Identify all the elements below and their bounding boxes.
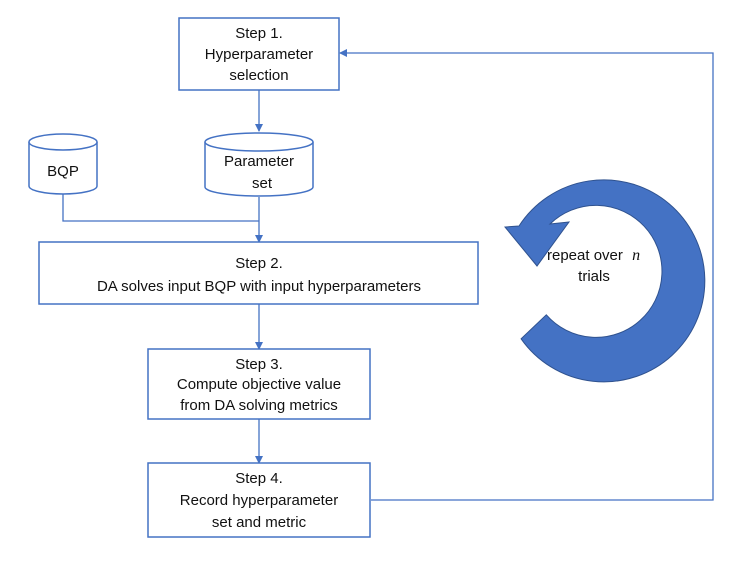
step4-line3: set and metric bbox=[212, 514, 307, 531]
cylinder-icon bbox=[204, 132, 314, 197]
bqp-database: BQP bbox=[28, 133, 98, 195]
step1-box: Step 1. Hyperparameter selection bbox=[178, 17, 340, 91]
circular-arrow-icon bbox=[504, 179, 706, 383]
step3-line2: Compute objective value bbox=[177, 376, 341, 393]
step3-title: Step 3. bbox=[235, 356, 283, 373]
step3-box: Step 3. Compute objective value from DA … bbox=[147, 348, 371, 420]
repeat-line2: trials bbox=[578, 268, 610, 285]
repeat-label: repeat over n trials bbox=[547, 247, 640, 285]
step2-title: Step 2. bbox=[235, 255, 283, 272]
connectors bbox=[62, 49, 714, 501]
parameter-set-database: Parameter set bbox=[204, 132, 314, 197]
step4-title: Step 4. bbox=[235, 470, 283, 487]
step1-title: Step 1. bbox=[235, 25, 283, 42]
line-bqp-to-merge bbox=[62, 194, 259, 222]
step4-box: Step 4. Record hyperparameter set and me… bbox=[147, 462, 371, 538]
step2-box: Step 2. DA solves input BQP with input h… bbox=[38, 241, 479, 305]
step1-line2: Hyperparameter bbox=[205, 46, 313, 63]
parameter-set-line1: Parameter bbox=[224, 153, 294, 170]
bqp-label: BQP bbox=[47, 163, 79, 180]
step3-line3: from DA solving metrics bbox=[180, 397, 338, 414]
repeat-prefix: repeat over bbox=[547, 247, 623, 264]
parameter-set-line2: set bbox=[252, 175, 273, 192]
cylinder-icon bbox=[28, 133, 98, 195]
arrow-step4-loop-to-step1 bbox=[339, 49, 714, 501]
repeat-variable: n bbox=[632, 247, 640, 264]
step2-line2: DA solves input BQP with input hyperpara… bbox=[97, 278, 421, 295]
step1-line3: selection bbox=[229, 67, 288, 84]
step4-line2: Record hyperparameter bbox=[180, 492, 338, 509]
repeat-line1: repeat over n bbox=[547, 247, 640, 264]
